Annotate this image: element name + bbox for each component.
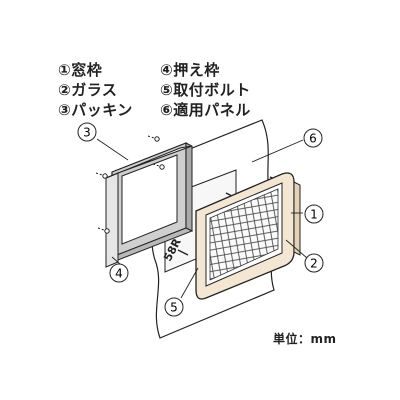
svg-text:5: 5 <box>170 301 178 315</box>
svg-text:1: 1 <box>310 208 318 222</box>
callout-3: 3 <box>77 122 97 142</box>
legend-item-glass: ②ガラス <box>58 81 118 99</box>
packing <box>110 142 194 261</box>
legend-left: ①窓枠 ②ガラス ③パッキン <box>58 60 133 120</box>
leader-lines <box>96 138 308 299</box>
svg-text:3: 3 <box>83 126 91 140</box>
callout-5: 5 <box>164 297 184 317</box>
callout-4: 4 <box>109 263 129 283</box>
window-frame <box>195 172 301 300</box>
legend-item-panel: ⑥適用パネル <box>160 101 251 119</box>
legend-item-retainer-frame: ④押え枠 <box>160 61 220 79</box>
svg-text:4: 4 <box>115 267 123 281</box>
legend-right: ④押え枠 ⑤取付ボルト ⑥適用パネル <box>160 60 251 120</box>
legend-item-packing: ③パッキン <box>58 101 133 119</box>
legend-item-mounting-bolt: ⑤取付ボルト <box>160 81 251 99</box>
callout-1: 1 <box>304 204 324 224</box>
svg-text:2: 2 <box>310 257 318 271</box>
callout-2: 2 <box>304 253 324 273</box>
glass <box>209 188 279 281</box>
screws <box>95 135 165 234</box>
unit-label: 単位：mm <box>273 332 337 346</box>
svg-text:6: 6 <box>309 132 317 146</box>
callout-6: 6 <box>303 128 323 148</box>
legend-item-window-frame: ①窓枠 <box>58 61 103 79</box>
